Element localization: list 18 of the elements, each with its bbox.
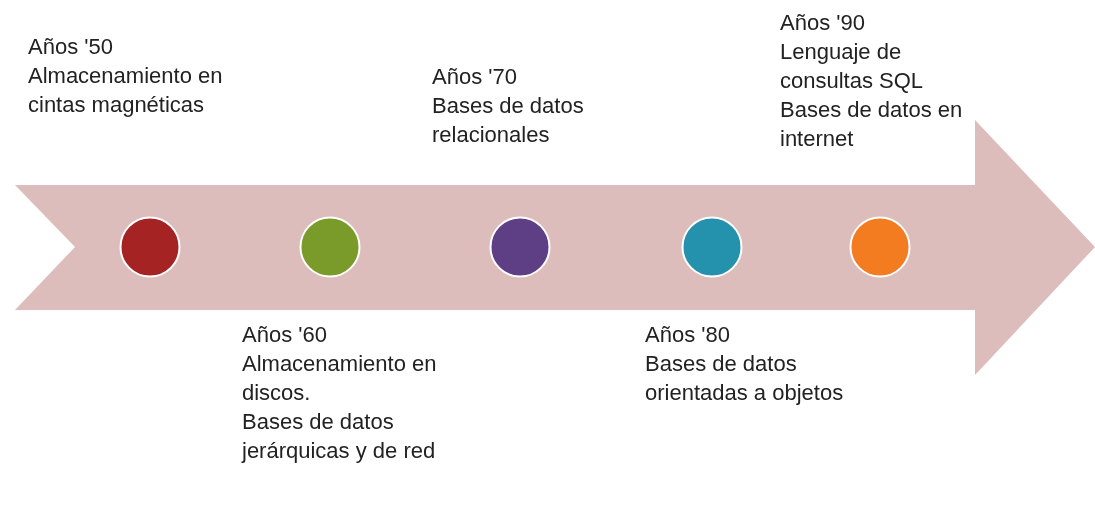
milestone-text: Bases de datos relacionales [432,92,585,149]
decade-label: Años '60 [242,321,328,349]
milestone-text: Bases de datos jerárquicas y de red [242,408,437,465]
decade-label: Años '70 [432,63,518,91]
milestone-text: Bases de datos orientadas a objetos [645,350,845,407]
milestone-text: Lenguaje de consultas SQL [780,38,925,95]
timeline-dot [119,216,181,278]
decade-label: Años '90 [780,9,866,37]
decade-label: Años '80 [645,321,731,349]
milestone-text: Almacenamiento en discos. [242,350,438,407]
milestone-text: Bases de datos en internet [780,96,964,153]
timeline-dot [489,216,551,278]
timeline-dot [299,216,361,278]
milestone-text: Almacenamiento en cintas magnéticas [28,62,224,119]
timeline-dot [681,216,743,278]
timeline-dot [849,216,911,278]
timeline-arrow [15,120,1095,375]
decade-label: Años '50 [28,33,114,61]
